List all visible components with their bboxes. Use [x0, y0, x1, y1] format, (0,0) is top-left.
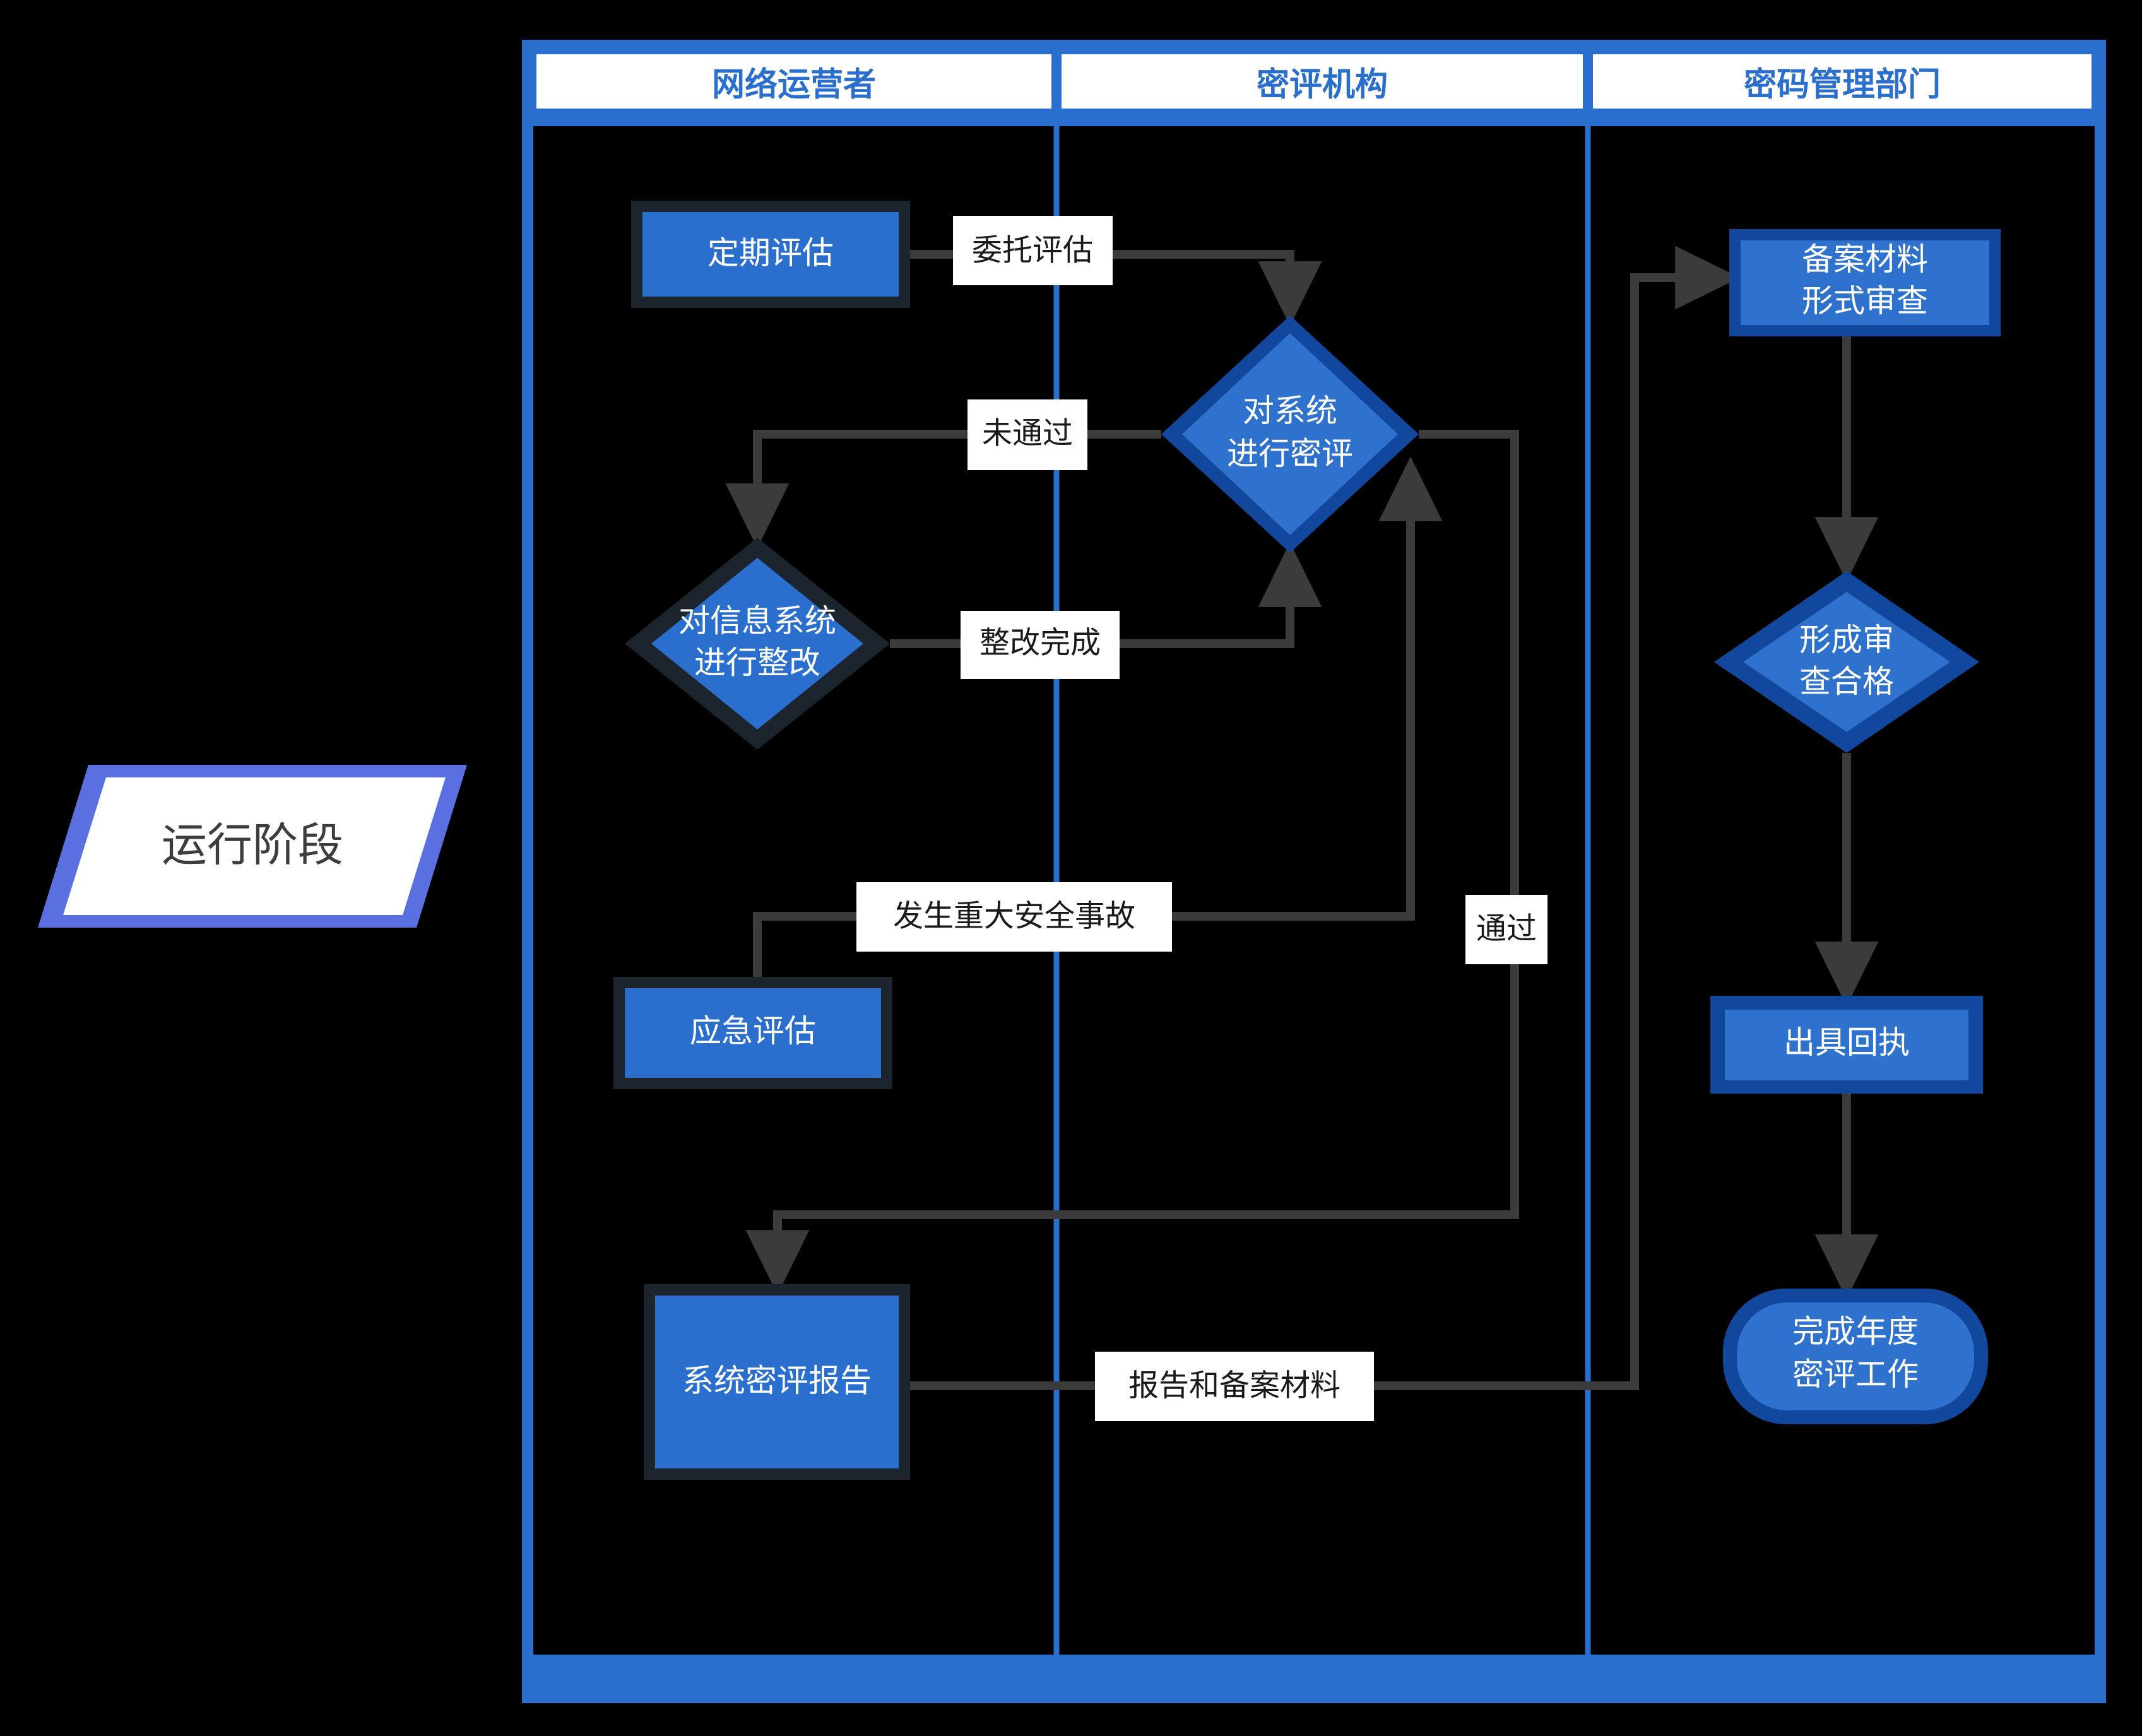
node-filing-review[interactable]: 备案材料 形式审查	[1729, 229, 2001, 336]
edge-label-rectified: 整改完成	[961, 611, 1120, 679]
node-assessment-report[interactable]: 系统密评报告	[644, 1284, 910, 1480]
node-label-system-rectification-line2: 进行整改	[694, 645, 820, 680]
lane-header-authority: 密码管理部门	[1744, 67, 1941, 103]
lane-header-assessor: 密评机构	[1257, 67, 1388, 103]
connector-passed	[745, 430, 1519, 1295]
swimlane-frame	[522, 40, 2106, 1703]
node-label-assessment-report: 系统密评报告	[682, 1363, 872, 1398]
lane-header-operator: 网络运营者	[712, 66, 876, 103]
edge-label-major-incident: 发生重大安全事故	[856, 882, 1172, 952]
node-label-review-qualified-line2: 查合格	[1799, 664, 1894, 699]
edge-label-not-passed-text: 未通过	[982, 417, 1073, 451]
node-periodic-assessment[interactable]: 定期评估	[631, 201, 910, 308]
node-label-crypto-assessment-line1: 对系统	[1243, 393, 1337, 428]
node-label-system-rectification-line1: 对信息系统	[678, 603, 836, 639]
phase-label-text: 运行阶段	[162, 820, 343, 871]
edge-label-entrust-text: 委托评估	[972, 234, 1093, 268]
edge-label-passed-text: 通过	[1476, 912, 1537, 946]
node-crypto-assessment[interactable]: 对系统 进行密评	[1161, 316, 1419, 553]
node-label-crypto-assessment-line2: 进行密评	[1227, 436, 1353, 471]
node-label-annual-complete-line1: 完成年度	[1792, 1314, 1919, 1349]
node-label-annual-complete-line2: 密评工作	[1792, 1357, 1919, 1392]
edge-label-report-materials: 报告和备案材料	[1095, 1352, 1374, 1421]
edge-label-rectified-text: 整改完成	[979, 627, 1101, 660]
node-label-emergency-assessment: 应急评估	[690, 1013, 816, 1049]
edge-label-passed: 通过	[1465, 895, 1547, 964]
node-system-rectification[interactable]: 对信息系统 进行整改	[625, 538, 890, 750]
node-emergency-assessment[interactable]: 应急评估	[613, 977, 892, 1089]
node-label-issue-receipt: 出具回执	[1784, 1025, 1910, 1060]
node-label-review-qualified-line1: 形成审	[1799, 622, 1894, 658]
edge-label-major-incident-text: 发生重大安全事故	[893, 900, 1135, 933]
node-annual-complete[interactable]: 完成年度 密评工作	[1723, 1289, 1988, 1424]
phase-label-running: 运行阶段	[38, 765, 467, 928]
node-review-qualified[interactable]: 形成审 查合格	[1714, 571, 1979, 753]
edge-label-entrust: 委托评估	[953, 216, 1113, 285]
connector-not-passed	[725, 430, 1161, 548]
node-label-filing-review-line2: 形式审查	[1802, 283, 1928, 319]
node-issue-receipt[interactable]: 出具回执	[1710, 996, 1983, 1094]
node-label-periodic-assessment: 定期评估	[707, 235, 834, 271]
edge-label-not-passed: 未通过	[967, 399, 1087, 470]
node-label-filing-review-line1: 备案材料	[1802, 242, 1928, 277]
edge-label-report-materials-text: 报告和备案材料	[1128, 1369, 1340, 1403]
